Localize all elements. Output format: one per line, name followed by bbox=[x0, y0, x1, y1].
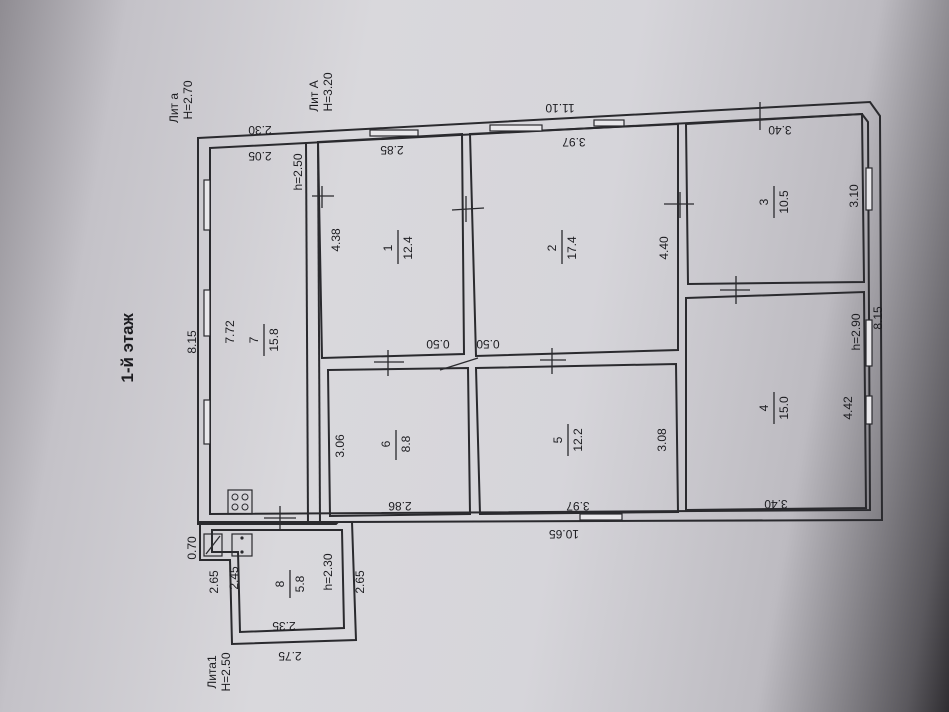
height-label: h=2.30 bbox=[321, 553, 335, 590]
dim-top-overall: 11.10 bbox=[545, 101, 574, 115]
svg-text:5.8: 5.8 bbox=[293, 575, 307, 592]
dim-right-overall: 8.15 bbox=[871, 306, 885, 330]
svg-text:4: 4 bbox=[757, 404, 771, 411]
svg-text:Лита1: Лита1 bbox=[205, 655, 219, 689]
svg-text:7.72: 7.72 bbox=[223, 320, 237, 344]
interior-walls bbox=[305, 112, 868, 525]
svg-text:3.40: 3.40 bbox=[764, 497, 788, 511]
svg-text:10.5: 10.5 bbox=[777, 190, 791, 214]
svg-text:6: 6 bbox=[379, 440, 393, 447]
svg-text:3.10: 3.10 bbox=[847, 184, 861, 208]
svg-text:2: 2 bbox=[545, 244, 559, 251]
dim-bottom-overall: 10.65 bbox=[549, 527, 579, 541]
svg-text:Н=2.70: Н=2.70 bbox=[181, 80, 195, 119]
svg-text:4.42: 4.42 bbox=[841, 396, 855, 420]
svg-text:2.85: 2.85 bbox=[380, 143, 404, 157]
svg-text:4.40: 4.40 bbox=[657, 236, 671, 260]
svg-text:3.97: 3.97 bbox=[562, 135, 586, 149]
dim-porch-bottom: 2.75 bbox=[278, 649, 302, 663]
room-1: 1 12.4 2.85 4.38 bbox=[329, 143, 415, 264]
dim-left-overall: 8.15 bbox=[185, 330, 199, 354]
room-6: 6 8.8 2.86 3.06 bbox=[333, 430, 413, 513]
height-label: h=2.90 bbox=[849, 313, 863, 350]
svg-text:3.97: 3.97 bbox=[566, 499, 590, 513]
sink-icon bbox=[231, 533, 253, 557]
dim-veranda-top: 2.30 bbox=[248, 123, 272, 137]
windows bbox=[203, 119, 873, 521]
boiler-icon bbox=[203, 533, 223, 557]
floor-title: 1-й этаж bbox=[118, 312, 137, 382]
svg-text:5: 5 bbox=[551, 436, 565, 443]
dim-porch-small: 0.70 bbox=[185, 536, 199, 560]
svg-text:Н=3.20: Н=3.20 bbox=[321, 72, 335, 111]
dim-door-b: 0.50 bbox=[476, 337, 500, 351]
svg-text:12.2: 12.2 bbox=[571, 428, 585, 452]
lit-1-label: Лита1 Н=2.50 bbox=[205, 652, 233, 691]
svg-text:Лит а: Лит а bbox=[167, 93, 181, 123]
svg-text:3.08: 3.08 bbox=[655, 428, 669, 452]
stove-icon bbox=[227, 489, 253, 515]
svg-text:8.8: 8.8 bbox=[399, 435, 413, 452]
svg-text:3.06: 3.06 bbox=[333, 434, 347, 458]
room-3: 3 10.5 3.40 3.10 bbox=[757, 123, 861, 218]
svg-text:15.0: 15.0 bbox=[777, 396, 791, 420]
room-2: 2 17.4 3.97 4.40 bbox=[545, 135, 671, 264]
svg-text:8: 8 bbox=[273, 580, 287, 587]
svg-text:12.4: 12.4 bbox=[401, 236, 415, 260]
svg-text:15.8: 15.8 bbox=[267, 328, 281, 352]
svg-text:2.45: 2.45 bbox=[227, 566, 241, 590]
svg-text:Н=2.50: Н=2.50 bbox=[219, 652, 233, 691]
lit-a-label: Лит а Н=2.70 bbox=[167, 80, 195, 123]
svg-text:3.40: 3.40 bbox=[768, 123, 792, 137]
dim-porch-right: 2.65 bbox=[353, 570, 367, 594]
svg-text:17.4: 17.4 bbox=[565, 236, 579, 260]
dim-door-a: 0.50 bbox=[426, 337, 450, 351]
svg-text:3: 3 bbox=[757, 198, 771, 205]
svg-text:2.35: 2.35 bbox=[272, 619, 296, 633]
svg-text:2.05: 2.05 bbox=[248, 149, 272, 163]
dim-porch-left: 2.65 bbox=[207, 570, 221, 594]
room-8: 8 5.8 2.35 2.45 bbox=[227, 566, 307, 633]
door-marks bbox=[264, 102, 761, 530]
lit-A-label: Лит А Н=3.20 bbox=[307, 72, 335, 112]
svg-text:2.86: 2.86 bbox=[388, 499, 412, 513]
height-label: h=2.50 bbox=[291, 153, 305, 190]
svg-text:Лит А: Лит А bbox=[307, 80, 321, 111]
svg-text:4.38: 4.38 bbox=[329, 228, 343, 252]
svg-text:1: 1 bbox=[381, 244, 395, 251]
svg-text:7: 7 bbox=[247, 336, 261, 343]
room-7: 7 15.8 2.05 7.72 bbox=[223, 149, 281, 356]
room-5: 5 12.2 3.97 3.08 bbox=[551, 424, 669, 513]
room-4: 4 15.0 3.40 4.42 bbox=[757, 392, 855, 511]
